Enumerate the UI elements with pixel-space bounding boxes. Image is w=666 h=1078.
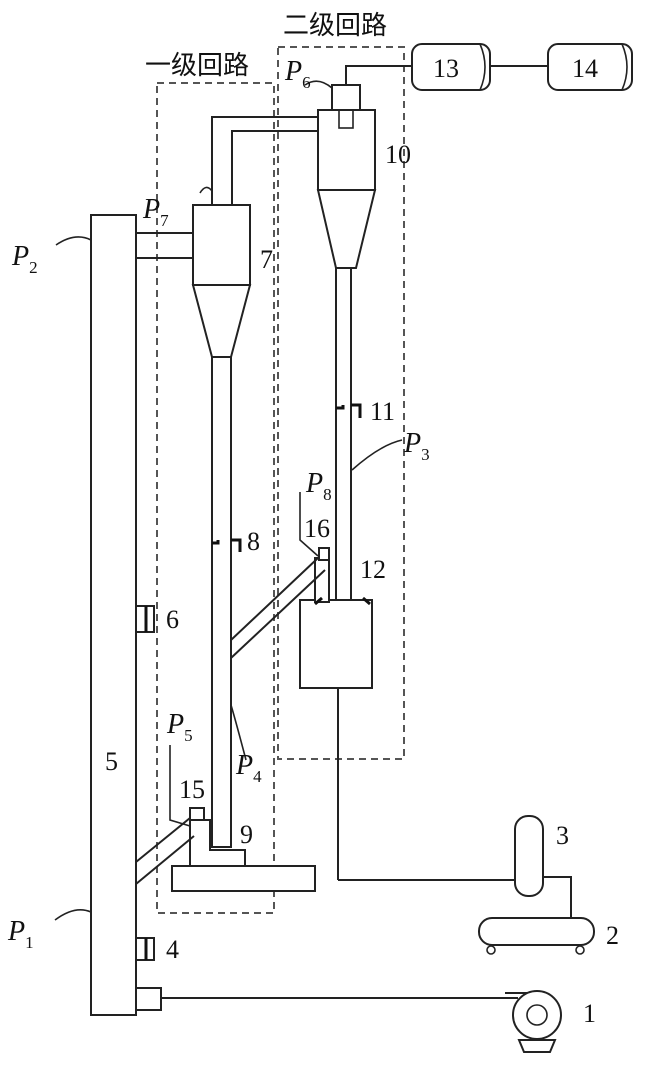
- secondary-loop-seal: [299, 547, 373, 689]
- valve-12-marker: [314, 596, 371, 606]
- air-tank: [514, 815, 544, 897]
- valve-8-marker: [212, 538, 242, 552]
- label-component-13: 13: [433, 54, 459, 83]
- pressure-point-p5: P5: [166, 709, 193, 745]
- secondary-standpipe: [335, 267, 352, 604]
- label-component-16: 16: [304, 514, 330, 543]
- label-component-7: 7: [260, 245, 273, 274]
- valve-11-marker: [336, 403, 362, 418]
- exhaust-pipe: [345, 65, 412, 85]
- air-inlet-nozzle: [135, 987, 162, 1011]
- pressure-point-p8: P8: [305, 468, 332, 504]
- secondary-loop-label: 二级回路: [283, 11, 387, 41]
- air-compressor: [478, 917, 595, 955]
- secondary-cyclone: [316, 84, 377, 269]
- label-component-14: 14: [572, 54, 598, 83]
- label-component-10: 10: [385, 140, 411, 169]
- primary-cyclone: [191, 204, 252, 358]
- primary-return-leg: [135, 817, 195, 885]
- label-component-5: 5: [105, 747, 118, 776]
- label-component-1: 1: [583, 999, 596, 1028]
- valve-6: [135, 605, 155, 633]
- gas-duct-outer: [211, 116, 318, 205]
- blower: [505, 990, 562, 1053]
- label-component-3: 3: [556, 821, 569, 850]
- primary-standpipe: [211, 356, 232, 848]
- riser-column: [90, 214, 137, 1016]
- gas-duct-inner: [231, 130, 318, 205]
- label-component-12: 12: [360, 555, 386, 584]
- label-component-2: 2: [606, 921, 619, 950]
- pressure-point-p1: P1: [7, 916, 34, 952]
- secondary-return-leg: [230, 557, 326, 659]
- pressure-point-p4: P4: [235, 750, 262, 786]
- tank-compressor-pipe: [543, 876, 572, 918]
- label-component-6: 6: [166, 605, 179, 634]
- pressure-point-p2: P2: [11, 241, 38, 277]
- pressure-point-p7: P7: [142, 194, 169, 230]
- label-component-8: 8: [247, 527, 260, 556]
- label-component-11: 11: [370, 397, 395, 426]
- primary-loop-label: 一级回路: [145, 51, 249, 81]
- primary-loop-seal: [171, 807, 316, 892]
- pressure-point-p3: P3: [403, 428, 430, 464]
- filter-14: [547, 43, 633, 91]
- pressure-point-p6: P6: [284, 56, 311, 92]
- valve-4: [135, 937, 155, 961]
- secondary-loop-boundary: [277, 46, 405, 760]
- label-component-4: 4: [166, 935, 179, 964]
- label-component-9: 9: [240, 820, 253, 849]
- pressure-tap-leaders: [54, 80, 403, 921]
- primary-loop-boundary: [156, 82, 275, 914]
- label-component-15: 15: [179, 775, 205, 804]
